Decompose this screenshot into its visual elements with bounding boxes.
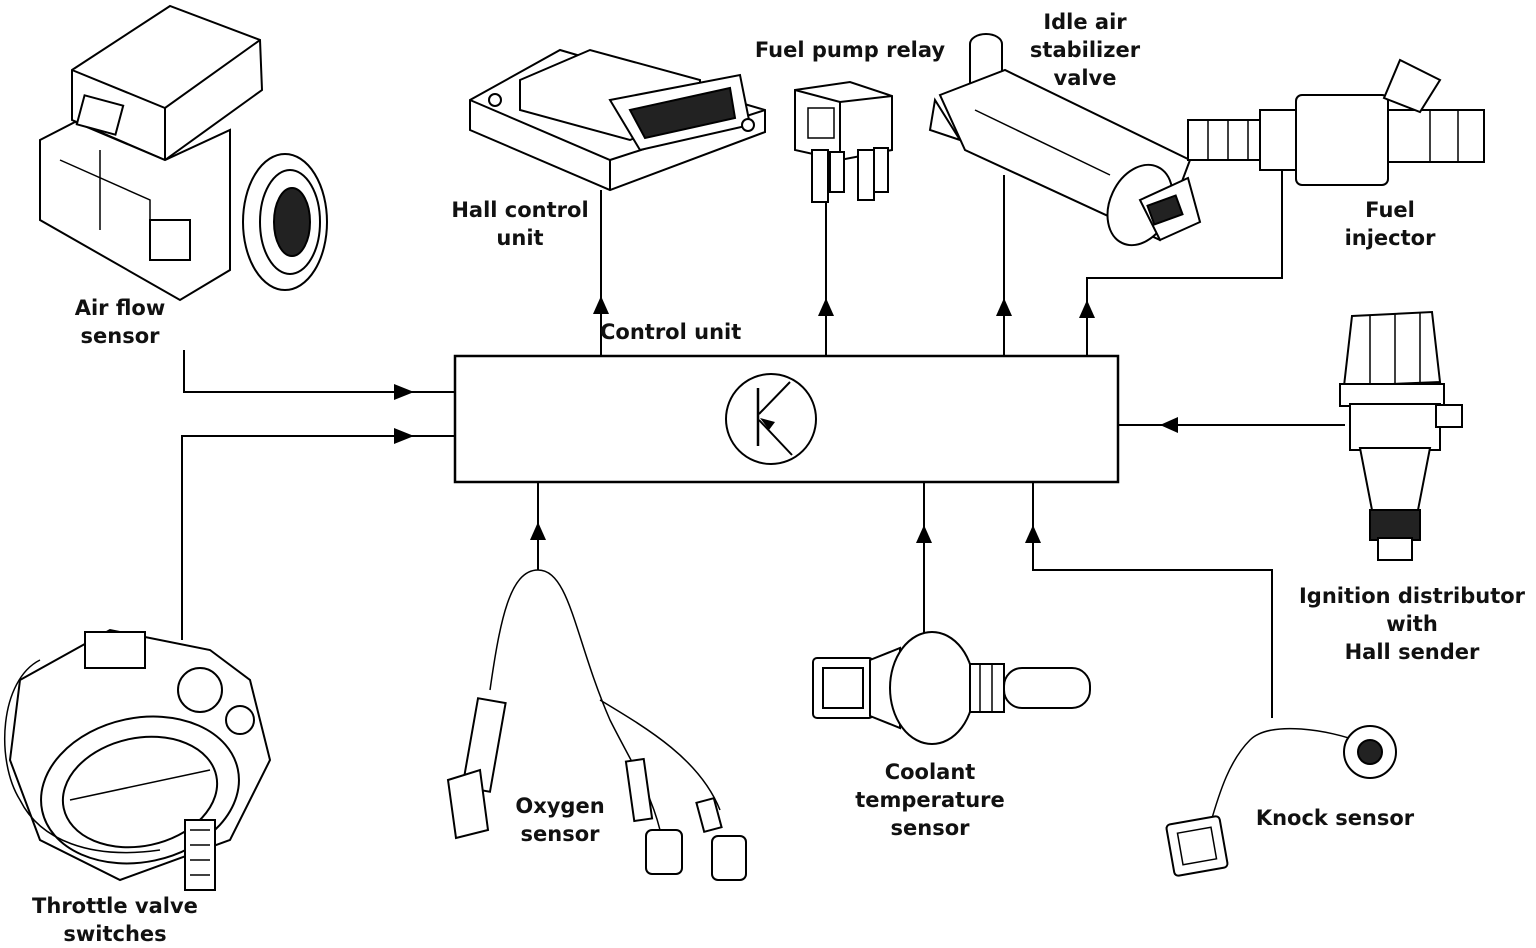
fuel-pump-relay-illustration [794,80,893,203]
air-flow-sensor-illustration [39,4,328,302]
arrow-throttle [394,428,414,444]
idle-air-valve-illustration [928,33,1202,247]
label-coolant-temperature-sensor: Coolant temperature sensor [855,760,1005,840]
arrow-idle-air [996,298,1012,316]
arrow-hall-control [593,296,609,314]
wire-air-flow-sensor [183,350,455,393]
arrow-ignition [1160,417,1178,433]
label-knock-sensor: Knock sensor [1255,806,1415,830]
arrow-knock [1025,525,1041,543]
label-idle-air-stabilizer-valve: Idle air stabilizer valve [1029,10,1141,90]
fuel-injector-illustration [1187,58,1485,186]
label-oxygen-sensor: Oxygen sensor [515,794,605,846]
coolant-sensor-illustration [812,631,1091,745]
label-fuel-pump-relay: Fuel pump relay [754,38,946,62]
label-throttle-valve-switches: Throttle valve switches [32,894,198,946]
label-control-unit: Control unit [600,320,742,344]
ignition-distributor-illustration [1339,310,1463,561]
knock-sensor-illustration [1165,725,1397,877]
oxygen-sensor-illustration [446,569,747,881]
throttle-valve-illustration [4,628,272,891]
arrow-coolant [916,525,932,543]
label-fuel-injector: Fuel injector [1344,198,1436,250]
arrow-fuel-injector [1079,300,1095,318]
arrow-fuel-pump [818,298,834,316]
label-air-flow-sensor: Air flow sensor [74,296,166,348]
arrow-oxygen [530,522,546,540]
hall-control-unit-illustration [469,48,766,192]
wire-throttle-valve [181,435,455,640]
transistor-symbol [725,373,817,465]
label-ignition-distributor: Ignition distributor with Hall sender [1298,584,1526,664]
control-unit-box [453,354,1120,484]
label-hall-control-unit: Hall control unit [451,198,589,250]
signal-arrows [394,296,1178,543]
arrow-air-flow [394,384,414,400]
